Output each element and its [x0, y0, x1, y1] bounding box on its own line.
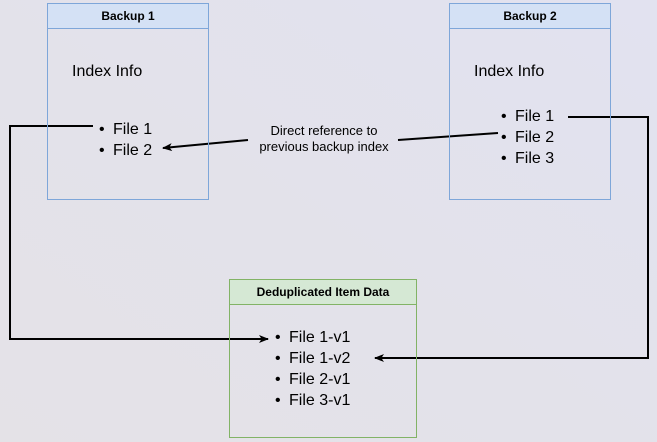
list-item[interactable]: File 1 — [99, 119, 152, 140]
list-item[interactable]: File 1-v2 — [275, 348, 350, 369]
list-item[interactable]: File 2 — [501, 127, 554, 148]
node-deduplicated-item-data[interactable]: Deduplicated Item Data File 1-v1 File 1-… — [229, 279, 417, 438]
list-item[interactable]: File 3-v1 — [275, 390, 350, 411]
node-backup2-file-list: File 1 File 2 File 3 — [501, 106, 554, 169]
edge-label-line-2: previous backup index — [259, 139, 389, 154]
node-backup1-file-list: File 1 File 2 — [99, 119, 152, 161]
node-backup2-subtitle: Index Info — [474, 63, 545, 80]
node-backup1-title: Backup 1 — [48, 4, 208, 29]
list-item[interactable]: File 2-v1 — [275, 369, 350, 390]
edge-label-direct-reference: Direct reference to previous backup inde… — [249, 123, 399, 155]
node-backup1-subtitle: Index Info — [72, 63, 143, 80]
edge-label-line-1: Direct reference to — [270, 123, 378, 138]
node-backup2-title: Backup 2 — [450, 4, 610, 29]
list-item[interactable]: File 3 — [501, 148, 554, 169]
node-dedup-title: Deduplicated Item Data — [230, 280, 416, 305]
node-backup1-body: Index Info File 1 File 2 — [48, 29, 208, 199]
node-dedup-file-list: File 1-v1 File 1-v2 File 2-v1 File 3-v1 — [275, 327, 350, 411]
list-item[interactable]: File 1 — [501, 106, 554, 127]
list-item[interactable]: File 1-v1 — [275, 327, 350, 348]
node-backup2[interactable]: Backup 2 Index Info File 1 File 2 File 3 — [449, 3, 611, 200]
node-dedup-body: File 1-v1 File 1-v2 File 2-v1 File 3-v1 — [230, 305, 416, 437]
node-backup2-body: Index Info File 1 File 2 File 3 — [450, 29, 610, 199]
list-item[interactable]: File 2 — [99, 140, 152, 161]
node-backup1[interactable]: Backup 1 Index Info File 1 File 2 — [47, 3, 209, 200]
